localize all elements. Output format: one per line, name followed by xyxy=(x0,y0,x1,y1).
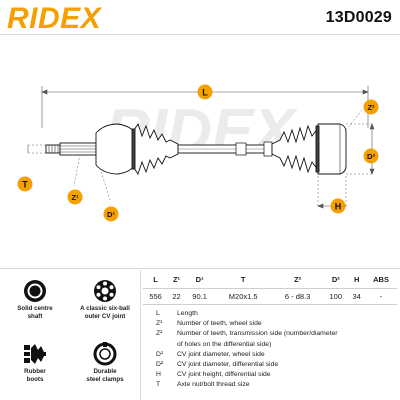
spec-value: 100 xyxy=(323,288,349,305)
legend-key: Z² xyxy=(156,330,163,338)
legend-row: H CV joint height, differential side xyxy=(150,370,395,380)
steel-clamp-inner xyxy=(315,125,320,173)
steel-clamp-outer xyxy=(131,128,136,170)
callout-d1: D¹ xyxy=(103,206,119,222)
legend-key: D¹ xyxy=(156,350,164,358)
callout-h: H xyxy=(330,198,346,214)
legend-text: Number of teeth, wheel side xyxy=(177,320,262,328)
legend-key: H xyxy=(156,371,161,379)
spec-value: 90.1 xyxy=(184,288,215,305)
legend-key: D² xyxy=(156,361,164,369)
spec-header: H xyxy=(348,271,366,289)
legend-text: CV joint diameter, differential side xyxy=(177,361,279,369)
spec-header: L xyxy=(143,271,169,289)
legend-text: of holes on the differential side) xyxy=(177,340,272,348)
svg-text:D²: D² xyxy=(367,152,375,161)
spec-table: L Z¹ D¹ T Z² D² H ABS 556 22 90.1 M20x1.… xyxy=(143,271,397,305)
legend-text: CV joint diameter, wheel side xyxy=(177,350,265,358)
svg-text:Z¹: Z¹ xyxy=(71,193,79,202)
spec-value: 22 xyxy=(168,288,185,305)
six-ball-joint-icon xyxy=(94,280,116,302)
spec-header: Z² xyxy=(272,271,324,289)
inner-cv-joint xyxy=(317,123,347,175)
svg-text:Z²: Z² xyxy=(367,103,375,112)
callout-d2: D² xyxy=(363,148,379,164)
dimension-legend: L Length Z¹ Number of teeth, wheel side … xyxy=(150,309,395,391)
legend-text: CV joint height, differential side xyxy=(177,371,271,379)
rubber-boot-icon xyxy=(24,344,46,364)
feature-divider xyxy=(140,270,141,400)
legend-row: of holes on the differential side) xyxy=(150,340,395,350)
ridex-logo: RIDEX xyxy=(7,2,103,32)
spec-header-row: L Z¹ D¹ T Z² D² H ABS xyxy=(143,271,397,289)
header-divider xyxy=(0,34,400,35)
drive-shaft xyxy=(45,122,347,176)
legend-text: Length xyxy=(177,310,198,317)
callout-z1: Z¹ xyxy=(67,189,83,205)
spec-header: D¹ xyxy=(184,271,215,289)
svg-text:T: T xyxy=(22,180,28,190)
steel-clamp-icon xyxy=(93,342,117,366)
dimension-guides xyxy=(28,109,372,206)
legend-key: Z¹ xyxy=(156,320,163,328)
svg-text:H: H xyxy=(335,202,342,212)
legend-row: Z² Number of teeth, transmission side (n… xyxy=(150,329,395,339)
outer-cv-joint xyxy=(95,123,135,175)
legend-key xyxy=(150,340,177,350)
section-divider xyxy=(0,268,400,269)
legend-text: Number of teeth, transmission side (numb… xyxy=(177,330,338,338)
spec-value: 6 - d8.3 xyxy=(272,288,324,305)
callout-z2: Z² xyxy=(363,99,379,115)
spec-value: 34 xyxy=(348,288,366,305)
legend-text: Axle nut/bolt thread size xyxy=(177,381,250,389)
legend-row: Z¹ Number of teeth, wheel side xyxy=(150,319,395,329)
spec-value-row: 556 22 90.1 M20x1.5 6 - d8.3 100 34 - xyxy=(143,288,397,305)
outer-boot xyxy=(133,122,179,176)
spec-value: 556 xyxy=(143,288,169,305)
legend-row: D¹ CV joint diameter, wheel side xyxy=(150,350,395,360)
legend-key: L xyxy=(156,310,160,317)
legend-key: T xyxy=(156,381,161,389)
svg-text:D¹: D¹ xyxy=(107,210,115,219)
ridex-logo-text: RIDEX xyxy=(7,2,103,32)
spec-header: ABS xyxy=(365,271,397,289)
spec-header: Z¹ xyxy=(168,271,185,289)
callout-l: L xyxy=(197,84,213,100)
part-number: 13D0029 xyxy=(325,9,392,26)
legend-row: D² CV joint diameter, differential side xyxy=(150,360,395,370)
spec-value: - xyxy=(365,288,397,305)
spec-header: D² xyxy=(323,271,349,289)
solid-shaft-icon xyxy=(24,280,46,302)
svg-text:L: L xyxy=(202,88,208,98)
spec-header: T xyxy=(214,271,273,289)
legend-row: L Length xyxy=(150,309,395,319)
callout-t: T xyxy=(17,176,33,192)
spec-value: M20x1.5 xyxy=(214,288,273,305)
legend-row: T Axle nut/bolt thread size xyxy=(150,380,395,390)
drive-shaft-drawing: RIDEX xyxy=(17,84,379,222)
